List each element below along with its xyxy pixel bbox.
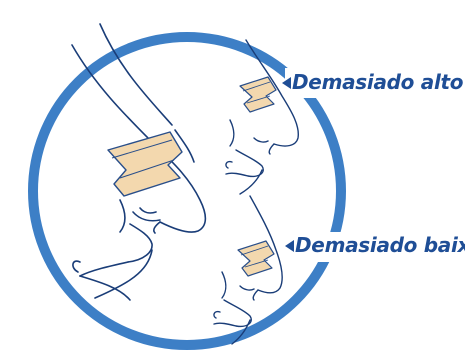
ring-gap-top [285,68,425,98]
main-face-profile [71,23,207,301]
pointer-icon-top [282,77,291,89]
top-nasal-strip [239,76,277,113]
label-too-high: Demasiado alto [292,70,464,94]
label-too-low: Demasiado baixo [295,233,465,257]
bottom-nasal-strip [237,240,275,277]
main-nasal-strip [107,131,183,197]
top-face-profile [225,39,299,195]
ring-gap-bottom [290,232,450,262]
pointer-icon-bottom [285,240,294,252]
bottom-face-profile [213,195,283,345]
